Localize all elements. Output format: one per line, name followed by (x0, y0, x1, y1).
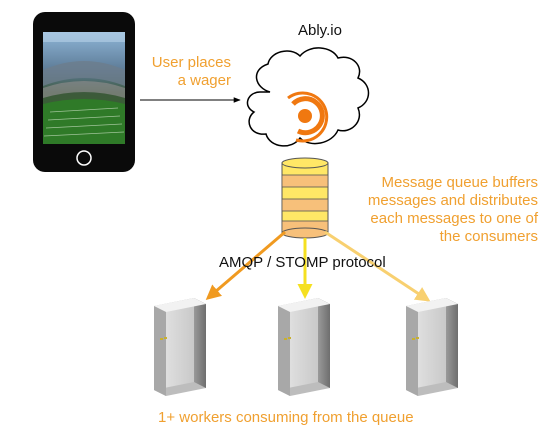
arrow-to-worker-1 (205, 230, 286, 300)
queue-description-line-2: messages and distributes (367, 192, 538, 209)
protocol-label: AMQP / STOMP protocol (219, 254, 386, 271)
user-action-line-1: User places (151, 54, 231, 71)
ably-logo-icon (287, 91, 329, 143)
queue-description-line-1: Message queue buffers (381, 174, 539, 191)
message-queue-icon (281, 157, 329, 239)
queue-description-line-4: the consumers (439, 228, 538, 245)
server-icon (154, 298, 206, 396)
server-icon (278, 298, 330, 396)
diagram-title: Ably.io (298, 22, 342, 39)
server-icon (406, 298, 458, 396)
workers-label: 1+ workers consuming from the queue (158, 409, 414, 426)
queue-description-line-3: each messages to one of (370, 210, 538, 227)
user-action-line-2: a wager (177, 72, 231, 89)
arrow-to-worker-3 (324, 230, 431, 302)
smartphone-icon (33, 12, 135, 172)
